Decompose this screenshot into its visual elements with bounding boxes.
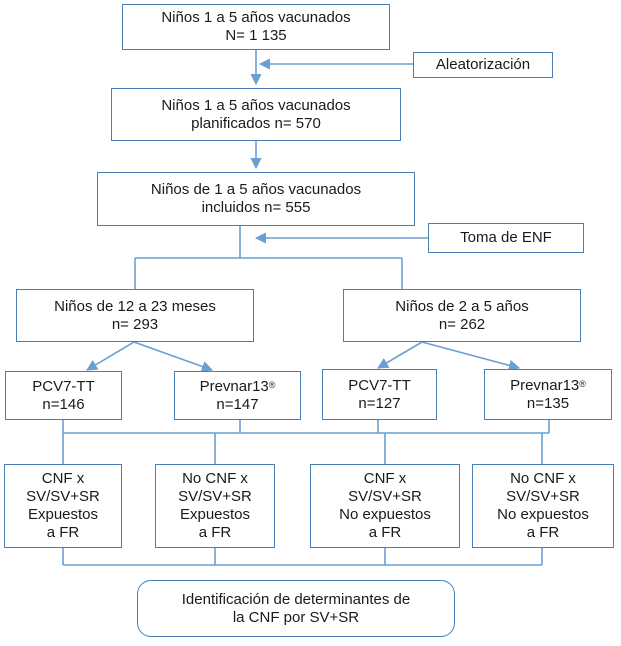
outcome-3-line-2: SV/SV+SR bbox=[348, 488, 422, 505]
outcome-4-line-2: SV/SV+SR bbox=[506, 488, 580, 505]
outcome-1-line-2: SV/SV+SR bbox=[26, 488, 100, 505]
incluidos-line-1: Niños de 1 a 5 años vacunados bbox=[150, 181, 362, 198]
group-2-5-years-box: Niños de 2 a 5 años n= 262 bbox=[343, 289, 581, 342]
pcv7-b-line-1: PCV7-TT bbox=[348, 376, 411, 394]
prevnar-b-box: Prevnar13® n=135 bbox=[484, 369, 612, 420]
pcv7-b-box: PCV7-TT n=127 bbox=[322, 369, 437, 420]
planificados-box: Niños 1 a 5 años vacunados planificados … bbox=[111, 88, 401, 141]
identificacion-box: Identificación de determinantes de la CN… bbox=[137, 580, 455, 637]
registered-mark-b: ® bbox=[579, 378, 586, 389]
outcome-cnf-expuestos-box: CNF x SV/SV+SR Expuestos a FR bbox=[4, 464, 122, 548]
prevnar-b-line-1-wrap: Prevnar13® bbox=[510, 377, 586, 395]
outcome-3-line-1: CNF x bbox=[363, 470, 407, 487]
outcome-3-line-4: a FR bbox=[368, 524, 402, 541]
total-line-2: N= 1 135 bbox=[225, 27, 287, 44]
identificacion-line-2: la CNF por SV+SR bbox=[232, 608, 360, 626]
outcome-1-line-1: CNF x bbox=[41, 470, 85, 487]
outcome-no-cnf-no-expuestos-box: No CNF x SV/SV+SR No expuestos a FR bbox=[472, 464, 614, 548]
prevnar-a-line-2: n=147 bbox=[216, 395, 259, 413]
group-2-5-line-2: n= 262 bbox=[438, 315, 486, 333]
toma-enf-label: Toma de ENF bbox=[460, 229, 552, 246]
pcv7-a-line-2: n=146 bbox=[42, 395, 85, 413]
group-12-23-months-box: Niños de 12 a 23 meses n= 293 bbox=[16, 289, 254, 342]
outcome-2-line-2: SV/SV+SR bbox=[178, 488, 252, 505]
group-12-23-line-1: Niños de 12 a 23 meses bbox=[54, 297, 216, 315]
outcome-2-line-3: Expuestos bbox=[179, 506, 251, 523]
total-line-1: Niños 1 a 5 años vacunados bbox=[161, 9, 351, 26]
outcome-1-line-3: Expuestos bbox=[27, 506, 99, 523]
incluidos-box: Niños de 1 a 5 años vacunados incluidos … bbox=[97, 172, 415, 226]
arrow-2-5-to-pcv7 bbox=[377, 341, 423, 369]
planificados-line-2: planificados n= 570 bbox=[191, 114, 321, 132]
planificados-line-1: Niños 1 a 5 años vacunados bbox=[161, 96, 351, 114]
prevnar-a-line-1-wrap: Prevnar13® bbox=[200, 378, 276, 396]
group-12-23-line-2: n= 293 bbox=[111, 315, 159, 333]
outcome-3-line-3: No expuestos bbox=[339, 506, 431, 523]
arrow-2-5-to-prevnar bbox=[421, 341, 521, 371]
arrow-12-23-to-prevnar bbox=[133, 341, 214, 372]
prevnar-a-box: Prevnar13® n=147 bbox=[174, 371, 301, 420]
arrow-12-23-to-pcv7 bbox=[86, 341, 135, 371]
prevnar-a-line-1: Prevnar13 bbox=[199, 377, 269, 395]
group-2-5-line-1: Niños de 2 a 5 años bbox=[395, 297, 529, 315]
pcv7-a-box: PCV7-TT n=146 bbox=[5, 371, 122, 420]
aleatorizacion-label: Aleatorización bbox=[435, 56, 531, 73]
pcv7-b-line-2: n=127 bbox=[358, 394, 401, 412]
pcv7-a-line-1: PCV7-TT bbox=[32, 377, 95, 395]
aleatorizacion-box: Aleatorización bbox=[413, 52, 553, 78]
outcome-4-line-1: No CNF x bbox=[510, 470, 576, 487]
outcome-4-line-4: a FR bbox=[526, 524, 560, 541]
outcome-1-line-4: a FR bbox=[46, 524, 80, 541]
outcome-2-line-1: No CNF x bbox=[182, 470, 248, 487]
outcome-cnf-no-expuestos-box: CNF x SV/SV+SR No expuestos a FR bbox=[310, 464, 460, 548]
outcome-2-line-4: a FR bbox=[198, 524, 232, 541]
prevnar-b-line-1: Prevnar13 bbox=[510, 376, 580, 394]
registered-mark-a: ® bbox=[268, 379, 276, 390]
prevnar-b-line-2: n=135 bbox=[526, 394, 570, 412]
outcome-4-line-3: No expuestos bbox=[497, 506, 589, 523]
identificacion-line-1: Identificación de determinantes de bbox=[181, 590, 411, 608]
incluidos-line-2: incluidos n= 555 bbox=[201, 199, 311, 216]
outcome-no-cnf-expuestos-box: No CNF x SV/SV+SR Expuestos a FR bbox=[155, 464, 275, 548]
toma-enf-box: Toma de ENF bbox=[428, 223, 584, 253]
total-box: Niños 1 a 5 años vacunados N= 1 135 bbox=[122, 4, 390, 50]
